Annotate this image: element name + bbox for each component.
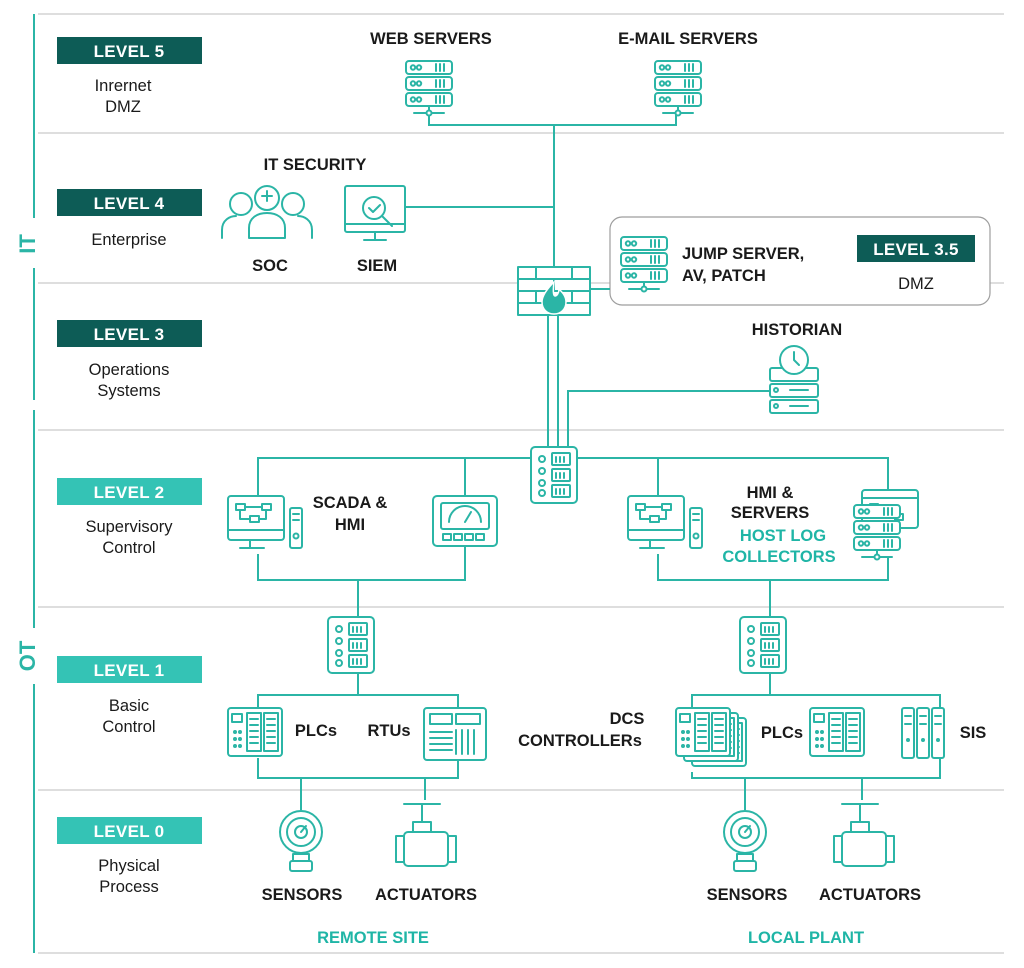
level-0-block: LEVEL 0 Physical Process [57,817,202,896]
level-2-desc-2: Control [102,539,155,557]
hmi-panel-icon [432,495,498,547]
hmi-servers-label-1: HMI & [747,484,794,502]
local-plant-label: LOCAL PLANT [748,929,864,947]
local-actuator-icon [833,803,895,867]
log-collector-icon [853,489,919,561]
local-sensors-label: SENSORS [707,886,788,904]
remote-actuators-label: ACTUATORS [375,886,477,904]
scada-label-1: SCADA & [313,494,388,512]
remote-sensor-icon [279,810,323,872]
rtus-label: RTUs [367,722,410,740]
host-log-label-1: HOST LOG [740,527,826,545]
siem-label: SIEM [357,257,397,275]
remote-field-devices: SENSORS ACTUATORS [262,803,477,904]
historian-label: HISTORIAN [752,321,842,339]
hmi-workstation-icon [627,495,703,549]
soc-label: SOC [252,257,288,275]
level-4-block: LEVEL 4 Enterprise [57,189,202,249]
level-0-badge: LEVEL 0 [94,822,165,841]
soc-people-icon [221,185,313,239]
sis-label: SIS [960,724,987,742]
level-5-badge: LEVEL 5 [94,42,165,61]
it-security-group: IT SECURITY SOC SIEM [221,156,406,275]
firewall-icon [517,266,591,316]
level-5-desc-1: Inrernet [95,77,152,95]
it-security-label: IT SECURITY [264,156,367,174]
level-0-desc-1: Physical [98,857,159,875]
ot-bracket: OT [15,410,46,953]
dmz-zone: JUMP SERVER, AV, PATCH LEVEL 3.5 DMZ [609,216,991,306]
remote-plc-icon [227,707,283,757]
level-4-desc-1: Enterprise [91,231,166,249]
remote-actuator-icon [395,803,457,867]
level-3-badge: LEVEL 3 [94,325,165,344]
level-4-badge: LEVEL 4 [94,194,165,213]
level-0-desc-2: Process [99,878,159,896]
remote-switch-icon [327,616,375,674]
level-3-desc-2: Systems [97,382,160,400]
level-5-block: LEVEL 5 Inrernet DMZ [57,37,202,116]
web-servers-node: WEB SERVERS [370,30,492,117]
level-2-badge: LEVEL 2 [94,483,165,502]
dcs-controllers-icon [675,707,747,767]
level-1-desc-2: Control [102,718,155,736]
local-plc-icon [809,707,865,757]
core-switch-icon [530,446,578,504]
level-2-desc-1: Supervisory [85,518,173,536]
scada-label-2: HMI [335,516,365,534]
host-log-label-2: COLLECTORS [722,548,835,566]
email-servers-label: E-MAIL SERVERS [618,30,758,48]
remote-site-label: REMOTE SITE [317,929,429,947]
level-3-block: LEVEL 3 Operations Systems [57,320,202,400]
local-actuators-label: ACTUATORS [819,886,921,904]
level-1-desc-1: Basic [109,697,149,715]
jump-server-label-2: AV, PATCH [682,267,766,285]
rtu-icon [423,707,487,761]
level-2-block: LEVEL 2 Supervisory Control [57,478,202,557]
dmz-label: DMZ [898,275,934,293]
level-3-desc-1: Operations [89,361,170,379]
dcs-label-2: CONTROLLERs [518,732,642,750]
web-servers-label: WEB SERVERS [370,30,492,48]
ot-label: OT [15,640,40,671]
historian-node: HISTORIAN [752,321,842,414]
local-control-devices: DCS CONTROLLERs PLCs SIS [518,707,987,767]
scada-workstation-icon [227,495,303,549]
hmi-servers-label-2: SERVERS [731,504,810,522]
hmi-servers-node: HMI & SERVERS HOST LOG COLLECTORS [627,484,919,566]
remote-control-devices: PLCs RTUs [227,707,487,761]
remote-sensors-label: SENSORS [262,886,343,904]
dcs-label-1: DCS [610,710,645,728]
it-bracket: IT [15,14,46,400]
email-servers-node: E-MAIL SERVERS [618,30,758,117]
local-switch-icon [739,616,787,674]
level-separators [38,13,1004,954]
web-server-icon [405,60,453,117]
level-1-badge: LEVEL 1 [94,661,165,680]
level-3-5-badge: LEVEL 3.5 [873,240,959,259]
jump-server-label-1: JUMP SERVER, [682,245,804,263]
sis-icon [901,707,945,759]
email-server-icon [654,60,702,117]
local-sensor-icon [723,810,767,872]
level-1-block: LEVEL 1 Basic Control [57,656,202,736]
level-5-desc-2: DMZ [105,98,141,116]
local-field-devices: SENSORS ACTUATORS [707,803,921,904]
scada-hmi-node: SCADA & HMI [227,494,498,549]
remote-plcs-label: PLCs [295,722,337,740]
siem-monitor-icon [344,185,406,241]
local-plcs-label: PLCs [761,724,803,742]
it-label: IT [15,234,40,254]
